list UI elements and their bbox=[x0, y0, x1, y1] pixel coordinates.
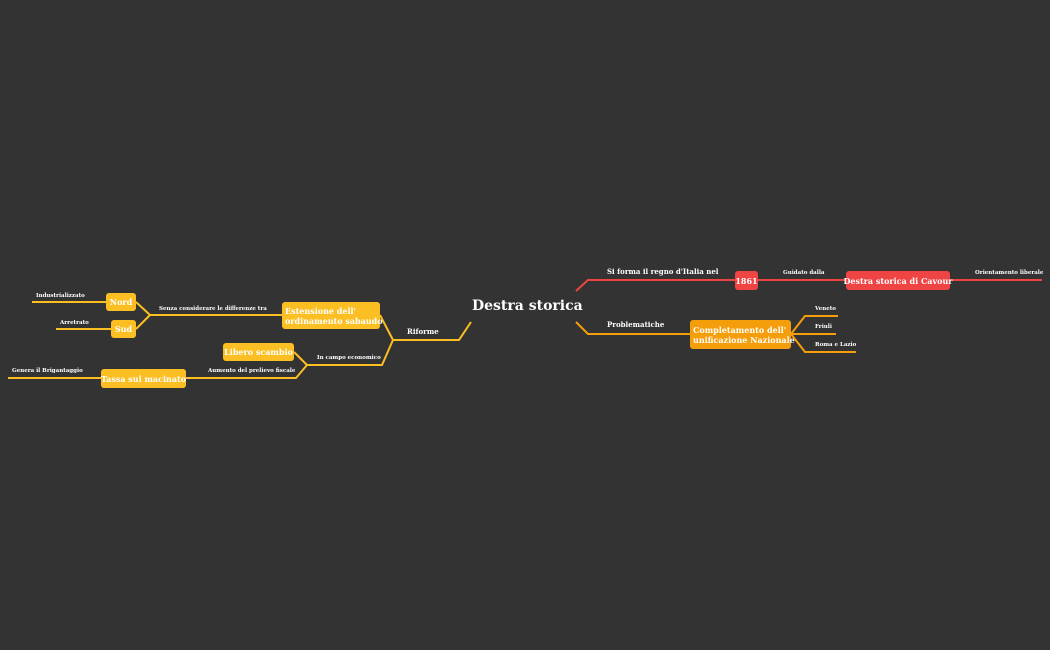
connector-riforme-estensione bbox=[379, 314, 394, 341]
node-1861[interactable]: 1861 bbox=[735, 271, 758, 290]
node-sud-text: Sud bbox=[114, 324, 133, 334]
connector-senza-nord bbox=[135, 301, 151, 316]
node-nord[interactable]: Nord bbox=[106, 293, 136, 311]
node-cavour-text: Destra storica di Cavour bbox=[843, 275, 953, 286]
node-estensione-line1: Estensione dell' bbox=[285, 305, 356, 316]
node-sud[interactable]: Sud bbox=[111, 320, 136, 338]
node-libero-text: Libero scambio bbox=[224, 347, 293, 357]
node-estensione-line2: ordinamento sabaudo bbox=[285, 315, 383, 326]
leaf-industrializzato[interactable]: Industrializzato bbox=[36, 293, 85, 299]
node-libero-scambio[interactable]: Libero scambio bbox=[223, 343, 294, 361]
connector-completamento-veneto bbox=[790, 315, 838, 335]
node-tassa-text: Tassa sul macinato bbox=[100, 373, 187, 384]
connector-root-riforme bbox=[393, 321, 472, 341]
connector-senza-sud bbox=[135, 314, 151, 330]
node-completamento-line1: Completamento dell' bbox=[693, 324, 787, 335]
node-tassa-macinato[interactable]: Tassa sul macinato bbox=[101, 369, 186, 388]
edge-label-riforme: Riforme bbox=[407, 327, 439, 336]
node-destra-storica-cavour[interactable]: Destra storica di Cavour bbox=[843, 271, 953, 290]
node-completamento-unificazione[interactable]: Completamento dell' unificazione Naziona… bbox=[690, 320, 795, 349]
connector-campo-aumento bbox=[186, 364, 308, 379]
node-estensione-ordinamento[interactable]: Estensione dell' ordinamento sabaudo bbox=[282, 302, 383, 329]
edge-label-campo-economico: In campo economico bbox=[317, 355, 381, 361]
leaf-roma-lazio[interactable]: Roma e Lazio bbox=[815, 342, 857, 348]
edge-label-problematiche: Problematiche bbox=[607, 320, 665, 329]
connector-campo-libero bbox=[293, 351, 308, 366]
connector-root-completamento bbox=[575, 321, 690, 335]
leaf-arretrato[interactable]: Arretrato bbox=[60, 320, 89, 326]
leaf-friuli[interactable]: Friuli bbox=[815, 324, 832, 330]
edge-label-senza-considerare: Senza considerare le differenze tra bbox=[159, 306, 267, 312]
edge-label-si-forma: Si forma il regno d'Italia nel bbox=[607, 267, 719, 276]
node-1861-text: 1861 bbox=[735, 275, 758, 286]
edge-label-aumento-prelievo: Aumento del prelievo fiscale bbox=[208, 368, 296, 374]
node-nord-text: Nord bbox=[109, 297, 133, 307]
leaf-veneto[interactable]: Veneto bbox=[815, 306, 836, 312]
leaf-orientamento-liberale[interactable]: Orientamento liberale bbox=[975, 270, 1044, 276]
connector-riforme-campo bbox=[307, 339, 394, 366]
connector-root-1861 bbox=[575, 279, 735, 292]
node-completamento-line2: unificazione Nazionale bbox=[693, 334, 795, 345]
edge-label-guidato: Guidato dalla bbox=[783, 270, 825, 276]
connector-completamento-roma bbox=[790, 333, 856, 353]
root-topic[interactable]: Destra storica bbox=[472, 298, 583, 314]
leaf-genera-brigantaggio[interactable]: Genera il Brigantaggio bbox=[12, 368, 83, 374]
